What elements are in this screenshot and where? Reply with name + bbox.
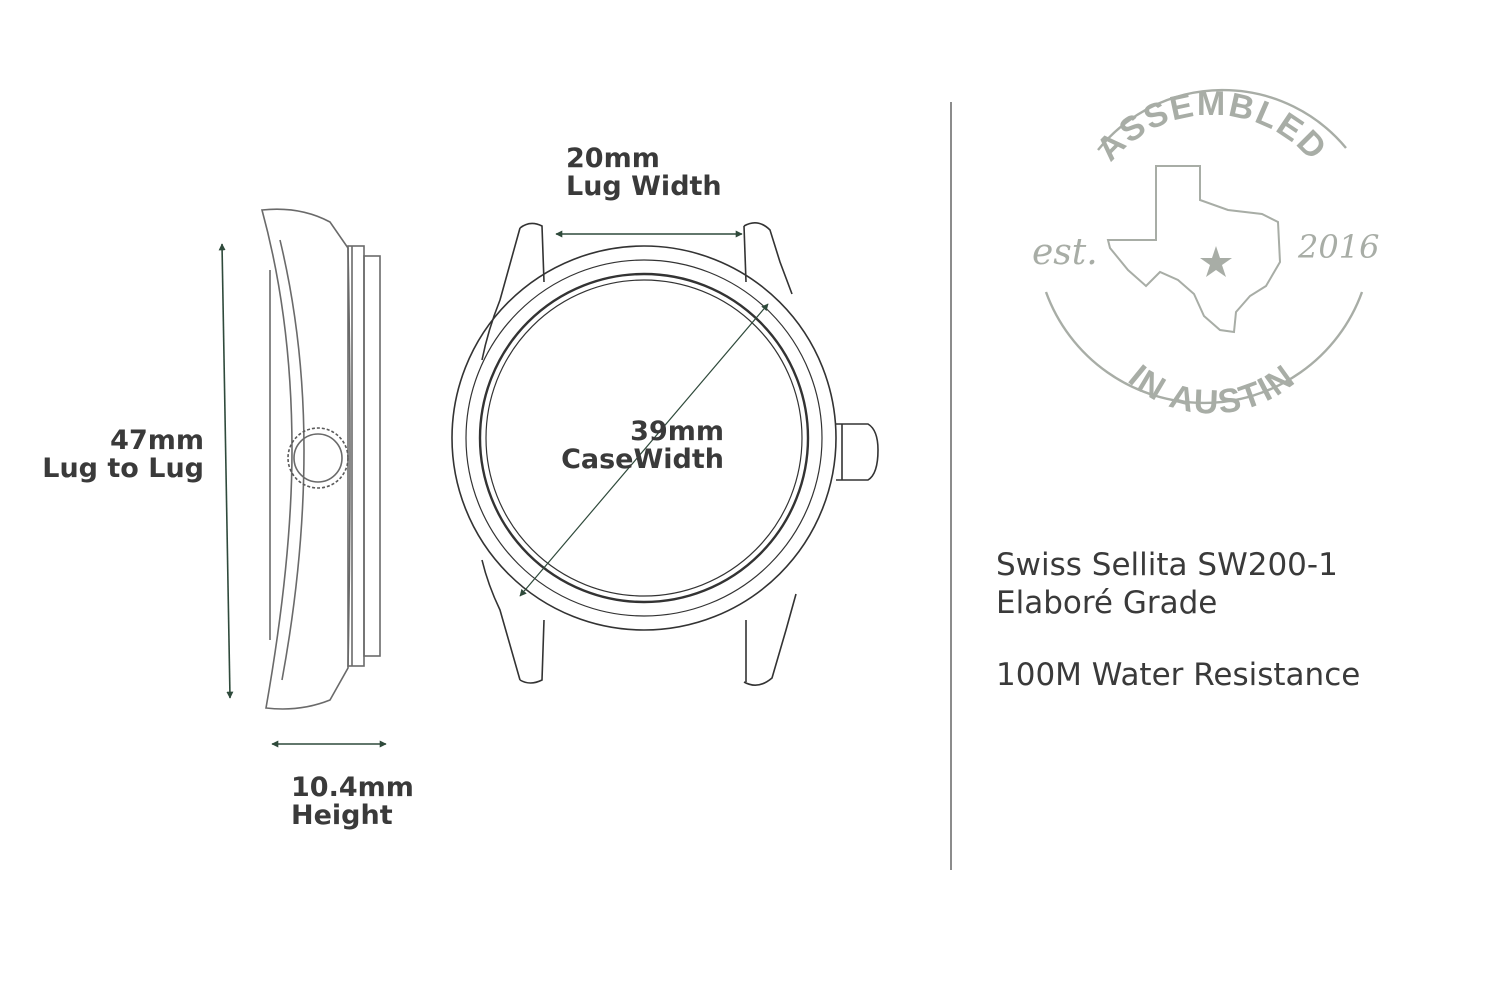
lug-to-lug-arrow bbox=[218, 243, 234, 699]
case-width-label: 39mm CaseWidth bbox=[524, 418, 724, 474]
height-label: 10.4mm Height bbox=[291, 774, 414, 830]
lug-to-lug-value: 47mm bbox=[110, 425, 204, 456]
watch-side-view bbox=[260, 208, 381, 710]
lug-width-label: 20mm Lug Width bbox=[566, 145, 722, 201]
badge-year-text: 2016 bbox=[1297, 228, 1379, 266]
badge-bottom-text: IN AUSTIN bbox=[1121, 357, 1302, 422]
lug-width-name: Lug Width bbox=[566, 171, 722, 202]
case-width-value: 39mm bbox=[630, 416, 724, 447]
lug-to-lug-label: 47mm Lug to Lug bbox=[10, 427, 204, 483]
case-width-arrow bbox=[519, 303, 769, 597]
height-name: Height bbox=[291, 800, 393, 831]
badge-est-text: est. bbox=[1032, 232, 1098, 273]
texas-star-icon bbox=[1200, 246, 1232, 277]
water-resistance-spec: 100M Water Resistance bbox=[996, 657, 1361, 693]
assembled-in-austin-badge: ASSEMBLED IN AUSTIN est. 2016 bbox=[1032, 85, 1379, 422]
watch-front-view bbox=[451, 222, 879, 686]
height-value: 10.4mm bbox=[291, 772, 414, 803]
dimension-arrows bbox=[218, 230, 769, 748]
badge-top-text: ASSEMBLED bbox=[1089, 85, 1335, 168]
movement-spec-line2: Elaboré Grade bbox=[996, 585, 1218, 621]
lug-to-lug-name: Lug to Lug bbox=[42, 453, 204, 484]
texas-outline-icon bbox=[1106, 165, 1282, 334]
movement-spec-line1: Swiss Sellita SW200-1 bbox=[996, 547, 1338, 583]
case-width-name: CaseWidth bbox=[561, 444, 724, 475]
lug-width-value: 20mm bbox=[566, 143, 660, 174]
